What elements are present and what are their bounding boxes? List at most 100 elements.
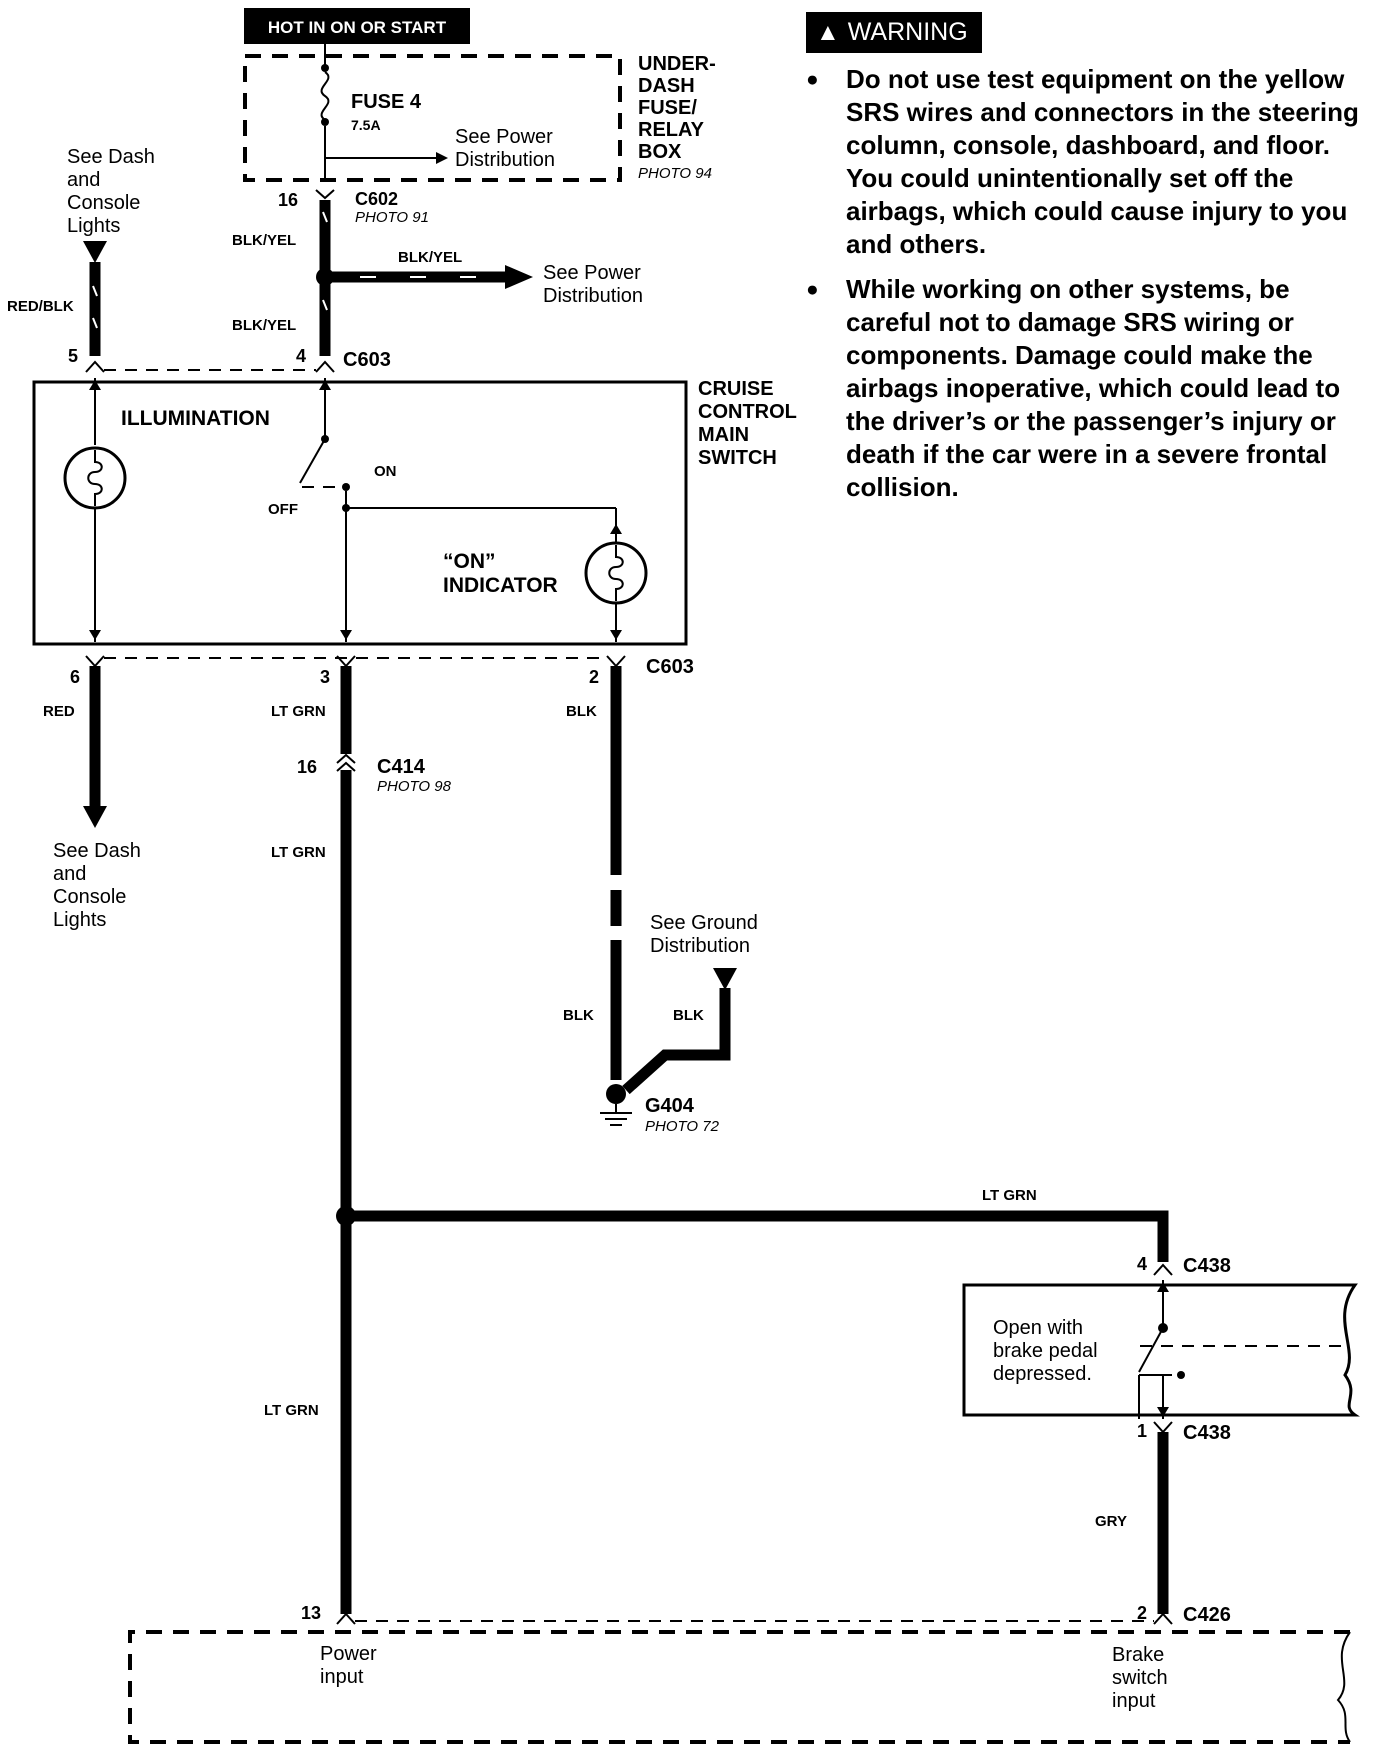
dash-ref-bottom-1: See Dash [53, 840, 141, 862]
brake-arrow-bottom [1157, 1407, 1169, 1417]
dash-ref-top-2: and [67, 169, 100, 191]
brake-note-1: Open with [993, 1317, 1083, 1339]
module-connector-13 [336, 1612, 356, 1625]
brake-input-1: Brake [1112, 1644, 1164, 1666]
brake-blade [1138, 1327, 1164, 1373]
c438-connector-top [1153, 1263, 1173, 1276]
fuse-box-label-5: BOX [638, 141, 682, 163]
warning-item: While working on other systems, be caref… [806, 273, 1372, 504]
c603-pin-6: 6 [70, 667, 80, 687]
hot-label-box [244, 8, 470, 44]
switch-blade [299, 438, 326, 484]
gry-label: GRY [1095, 1513, 1127, 1530]
fuse-box-label-3: FUSE/ [638, 97, 697, 119]
illumination-label: ILLUMINATION [121, 407, 270, 430]
switch-name-3: MAIN [698, 424, 749, 446]
indicator-label-2: INDICATOR [443, 574, 558, 597]
illum-arrow-top [89, 380, 101, 390]
warning-badge-label: WARNING [847, 18, 968, 46]
ground-ref-2: Distribution [650, 935, 750, 957]
switch-off-label: OFF [268, 501, 298, 518]
indicator-label-1: “ON” [443, 550, 496, 573]
fuse-box-label-4: RELAY [638, 119, 705, 141]
blk-label-1: BLK [566, 703, 597, 720]
c602-name: C602 [355, 189, 398, 209]
lt-grn-label-1: LT GRN [271, 703, 326, 720]
blk-ground-ref-wire [622, 988, 731, 1095]
c438-pin-bottom: 1 [1137, 1421, 1147, 1441]
c603-pin-3: 3 [320, 667, 330, 687]
brake-arrow-top [1157, 1282, 1169, 1292]
c602-photo: PHOTO 91 [355, 209, 429, 226]
dash-ref-bottom-3: Console [53, 886, 126, 908]
wire-stripe [92, 317, 98, 329]
lt-grn-label-2: LT GRN [271, 844, 326, 861]
c426-connector [1153, 1612, 1173, 1625]
module-pin-13: 13 [301, 1603, 321, 1623]
module-outline [128, 1630, 1350, 1744]
power-input-2: input [320, 1666, 364, 1688]
fuse-power-ref-1: See Power [455, 126, 553, 148]
c438-name-bottom: C438 [1183, 1422, 1231, 1444]
wire-stripe [322, 211, 328, 223]
splice-power-ref-1: See Power [543, 262, 641, 284]
c414-pin: 16 [297, 757, 317, 777]
dash-ref-bottom-4: Lights [53, 909, 106, 931]
c603-top-name: C603 [343, 349, 391, 371]
blk-yel-branch-label: BLK/YEL [398, 249, 462, 266]
switch-on-label: ON [374, 463, 397, 480]
fuse-box-label-1: UNDER- [638, 53, 716, 75]
fuse-box-label-2: DASH [638, 75, 695, 97]
c603-pin-2: 2 [589, 667, 599, 687]
brake-input-2: switch [1112, 1667, 1168, 1689]
c438-connector-bottom [1153, 1421, 1173, 1434]
splice-power-ref-arrow [505, 265, 533, 289]
c414-name: C414 [377, 756, 426, 778]
c602-connector-symbol [315, 189, 335, 200]
hot-label: HOT IN ON OR START [268, 18, 447, 37]
blk-label-2: BLK [563, 1007, 594, 1024]
dash-ref-top-4: Lights [67, 215, 120, 237]
switch-name-4: SWITCH [698, 447, 777, 469]
c602-pin: 16 [278, 190, 298, 210]
wire-stripe [92, 285, 98, 297]
g404-terminal [606, 1084, 626, 1104]
splice-power-ref-2: Distribution [543, 285, 643, 307]
fuse-power-ref-2: Distribution [455, 149, 555, 171]
fuse-name: FUSE 4 [351, 91, 422, 113]
c438-pin-top: 4 [1137, 1254, 1147, 1274]
red-label: RED [43, 703, 75, 720]
fuse-symbol [320, 71, 330, 121]
brake-open-contact [1177, 1371, 1185, 1379]
fuse-power-ref-arrow [436, 152, 448, 164]
fuse-box-outline [243, 54, 622, 182]
illum-arrow-bottom [89, 630, 101, 640]
brake-note-3: depressed. [993, 1363, 1092, 1385]
blk-yel-label-1: BLK/YEL [232, 232, 296, 249]
fuse-box-photo: PHOTO 94 [638, 165, 712, 182]
c603-connector-6 [85, 655, 105, 668]
c414-connector-bottom [336, 761, 356, 772]
dash-ref-bottom-arrow [83, 806, 107, 828]
ground-ref-1: See Ground [650, 912, 758, 934]
main-switch-box [32, 380, 688, 646]
brake-switch-box [962, 1283, 1360, 1417]
blk-label-3: BLK [673, 1007, 704, 1024]
c426-pin: 2 [1137, 1603, 1147, 1623]
switch-on-contact [342, 483, 350, 491]
lt-grn-label-3: LT GRN [264, 1402, 319, 1419]
fuse-top-terminal [321, 64, 329, 72]
wire-stripe [322, 299, 328, 311]
fuse-rating: 7.5A [351, 117, 381, 133]
power-input-1: Power [320, 1643, 377, 1665]
dash-ref-top-arrow [83, 241, 107, 263]
warning-list: Do not use test equipment on the yellow … [806, 63, 1372, 504]
warning-badge: ▲WARNING [806, 12, 982, 53]
c603-connector-2 [606, 655, 626, 668]
lt-grn-brake-wire [346, 1210, 1169, 1262]
blk-yel-label-2: BLK/YEL [232, 317, 296, 334]
c426-name: C426 [1183, 1604, 1231, 1626]
illum-filament [87, 450, 103, 506]
